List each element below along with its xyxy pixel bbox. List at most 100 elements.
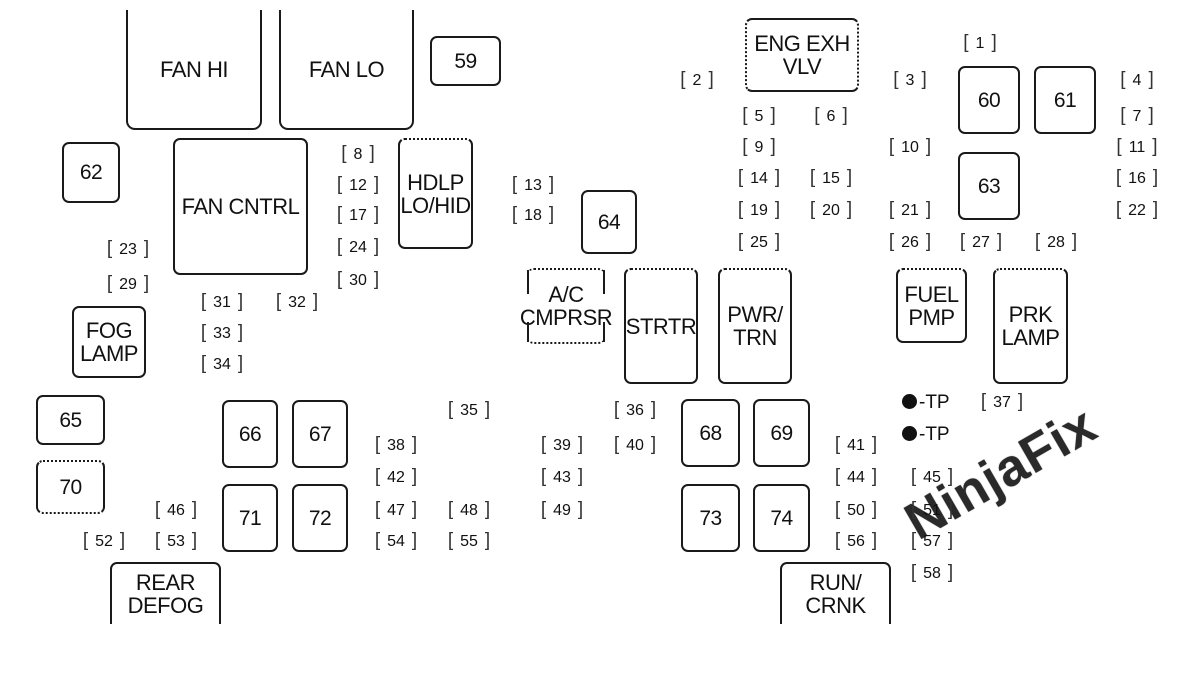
fan-lo-relay: FAN LO [279, 10, 414, 130]
bracket-left-icon: [ [1116, 136, 1122, 157]
fuse-number: 49 [553, 502, 571, 519]
fuse-number: 38 [387, 437, 405, 454]
bracket-right-icon: ] [871, 530, 878, 551]
bracket-right-icon: ] [925, 231, 932, 252]
bracket-right-icon: ] [312, 291, 319, 312]
fuse-number: 12 [349, 177, 367, 194]
bracket-right-icon: ] [947, 562, 954, 583]
fuse-slot-10: [10] [889, 137, 931, 156]
pwr-trn-relay: PWR/ TRN [718, 268, 792, 384]
bracket-right-icon: ] [774, 199, 781, 220]
bracket-right-icon: ] [947, 466, 954, 487]
bracket-left-icon: [ [447, 499, 454, 520]
fuse-slot-57: [57] [911, 531, 953, 550]
bracket-left-icon: [ [154, 530, 161, 551]
bracket-left-icon: [ [336, 204, 343, 225]
bracket-right-icon: ] [842, 105, 848, 126]
hdlp-lo-hid-relay: HDLP LO/HID [398, 138, 473, 249]
bracket-left-icon: [ [1034, 231, 1041, 252]
fuse-slot-44: [44] [835, 467, 877, 486]
fuse-number: 33 [213, 325, 231, 342]
fuse-number: 34 [213, 356, 231, 373]
bracket-left-icon: [ [1115, 199, 1122, 220]
eng-exh-vlv-relay: ENG EXH VLV [745, 18, 859, 92]
relay-62: 62 [62, 142, 120, 203]
fuse-number: 31 [213, 294, 231, 311]
bracket-left-icon: [ [834, 434, 841, 455]
bracket-right-icon: ] [871, 499, 878, 520]
fuse-slot-24: [24] [337, 237, 379, 256]
fuse-number: 28 [1047, 234, 1065, 251]
bracket-right-icon: ] [548, 204, 555, 225]
fuse-slot-3: [3] [893, 69, 927, 90]
fuse-slot-45: [45] [911, 466, 954, 487]
fuse-number: 11 [1128, 139, 1146, 156]
bracket-left-icon: [ [374, 499, 381, 520]
fuse-slot-11: [11] [1116, 136, 1157, 157]
bracket-left-icon: [ [834, 499, 841, 520]
relay-72: 72 [292, 484, 348, 552]
bracket-left-icon: [ [910, 562, 917, 583]
bracket-left-icon: [ [737, 167, 744, 188]
fuse-number: 27 [972, 234, 990, 251]
bracket-left-icon: [ [336, 174, 343, 195]
fuse-number: 13 [524, 177, 542, 194]
fuse-number: 37 [993, 394, 1011, 411]
bracket-right-icon: ] [1152, 199, 1159, 220]
bracket-right-icon: ] [373, 174, 380, 195]
bracket-left-icon: [ [1120, 69, 1126, 90]
relay-63: 63 [958, 152, 1020, 220]
bracket-left-icon: [ [106, 273, 113, 294]
fuse-slot-15: [15] [809, 167, 852, 188]
fuse-slot-21: [21] [889, 200, 931, 219]
fuse-slot-33: [33] [201, 322, 244, 343]
bracket-right-icon: ] [373, 269, 380, 290]
fuse-slot-39: [39] [541, 435, 583, 454]
fuse-slot-14: [14] [737, 167, 780, 188]
relay-69: 69 [753, 399, 810, 467]
prk-lamp-relay: PRK LAMP [993, 268, 1068, 384]
test-point-2: -TP [902, 425, 950, 445]
bracket-left-icon: [ [680, 69, 686, 90]
bracket-left-icon: [ [447, 530, 454, 551]
fuse-slot-51: [51] [911, 500, 953, 519]
bracket-left-icon: [ [809, 167, 816, 188]
fuse-slot-54: [54] [375, 531, 417, 550]
fuse-number: 58 [923, 565, 941, 582]
fuse-slot-27: [27] [960, 231, 1003, 252]
fuse-slot-40: [40] [614, 435, 656, 454]
fuse-number: 56 [847, 533, 865, 550]
bracket-right-icon: ] [577, 499, 584, 520]
bracket-right-icon: ] [996, 231, 1003, 252]
fuse-slot-16: [16] [1116, 168, 1158, 187]
bracket-left-icon: [ [511, 174, 518, 195]
bracket-right-icon: ] [484, 399, 491, 420]
fuse-number: 39 [553, 437, 571, 454]
fuse-number: 54 [387, 533, 405, 550]
fuse-slot-2: [2] [680, 69, 713, 90]
test-point-dot-icon [902, 394, 917, 409]
bracket-left-icon: [ [742, 136, 748, 157]
fuse-number: 26 [901, 234, 919, 251]
test-point-dot-icon [902, 426, 917, 441]
fuse-number: 3 [905, 72, 915, 89]
bracket-left-icon: [ [447, 399, 454, 420]
fuse-number: 36 [626, 402, 644, 419]
bracket-right-icon: ] [373, 204, 380, 225]
fuse-number: 1 [975, 35, 985, 52]
fuse-slot-23: [23] [107, 239, 149, 258]
bracket-right-icon: ] [548, 174, 555, 195]
fuse-number: 16 [1128, 170, 1146, 187]
bracket-right-icon: ] [774, 231, 781, 252]
relay-65: 65 [36, 395, 105, 445]
bracket-right-icon: ] [1148, 69, 1154, 90]
relay-66: 66 [222, 400, 278, 468]
fuse-number: 20 [822, 202, 840, 219]
bracket-left-icon: [ [336, 269, 343, 290]
bracket-right-icon: ] [237, 322, 244, 343]
fuse-slot-34: [34] [201, 354, 243, 373]
fog-lamp-relay: FOG LAMP [72, 306, 146, 378]
fuse-slot-30: [30] [336, 269, 380, 290]
fuse-number: 6 [826, 108, 836, 125]
bracket-right-icon: ] [921, 69, 927, 90]
